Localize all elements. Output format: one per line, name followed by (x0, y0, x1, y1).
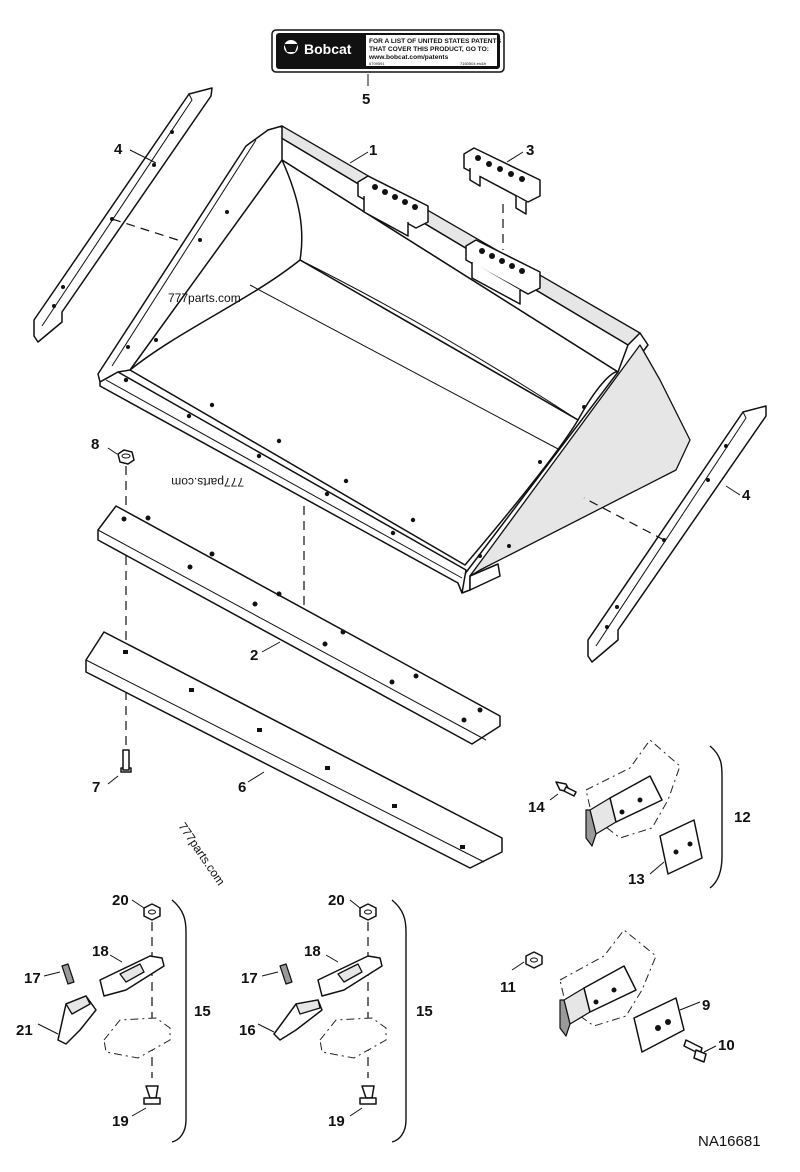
side-cutter-assembly-upper (585, 739, 681, 847)
nut-8 (117, 449, 135, 465)
callout-2: 2 (250, 647, 258, 664)
callout-16: 16 (239, 1022, 256, 1039)
cutting-edge-2 (97, 505, 501, 745)
bolt-on-edge-6 (85, 631, 503, 869)
callout-3: 3 (526, 142, 534, 159)
wear-plate-9 (633, 997, 685, 1053)
bolt-on-guide-block (463, 147, 541, 215)
bolt-7 (120, 749, 132, 773)
callout-12: 12 (734, 809, 751, 826)
callout-15-left: 15 (194, 1003, 211, 1020)
side-wear-strip-right (587, 405, 767, 663)
callout-14: 14 (528, 799, 545, 816)
callout-4-left: 4 (114, 141, 123, 158)
figure-id: NA16681 (698, 1133, 761, 1150)
watermark-1: 777parts.com (168, 291, 241, 305)
side-wear-strip-left (33, 87, 213, 343)
pin-17-right (279, 963, 293, 985)
nut-20-right (359, 903, 377, 921)
callout-19-right: 19 (328, 1113, 345, 1130)
callout-13: 13 (628, 871, 645, 888)
callout-5: 5 (362, 91, 370, 108)
watermark-2: 777parts.com (171, 475, 244, 489)
callout-6: 6 (238, 779, 246, 796)
callout-9: 9 (702, 997, 710, 1014)
side-cutter-assembly-lower (559, 929, 657, 1037)
callout-7: 7 (92, 779, 100, 796)
bracket-15-right (391, 899, 407, 1143)
decal-line3: www.bobcat.com/patents (368, 54, 449, 61)
watermark-3: 777parts.com (176, 820, 228, 888)
callout-10: 10 (718, 1037, 735, 1054)
callout-17-left: 17 (24, 970, 41, 987)
bracket-12 (709, 745, 723, 889)
pin-17-left (61, 963, 75, 985)
decal-code-left: 6709591 (369, 61, 385, 66)
bolt-19-right (361, 1085, 375, 1099)
decal-brand: Bobcat (304, 41, 352, 57)
guide-block-lower (465, 239, 541, 305)
callout-21: 21 (16, 1022, 33, 1039)
bucket (97, 125, 691, 594)
bracket-15-left (171, 899, 187, 1143)
decal-code-right: 7160504 en&fr (460, 61, 487, 66)
callout-4-right: 4 (742, 487, 751, 504)
callout-19-left: 19 (112, 1113, 129, 1130)
nut-20-left (143, 903, 161, 921)
tooth-assembly-left (57, 903, 171, 1105)
decal-line1: FOR A LIST OF UNITED STATES PATENTS (369, 38, 502, 45)
bolt-10 (683, 1039, 707, 1063)
bobcat-logo-icon (284, 40, 298, 54)
patent-decal: Bobcat FOR A LIST OF UNITED STATES PATEN… (271, 29, 505, 73)
bolt-14 (555, 781, 577, 797)
callout-1: 1 (369, 142, 377, 159)
wear-plate-13 (659, 819, 703, 875)
decal-line2: THAT COVER THIS PRODUCT, GO TO: (369, 46, 489, 53)
callout-11: 11 (500, 979, 516, 996)
callout-18-left: 18 (92, 943, 109, 960)
callout-15-right: 15 (416, 1003, 433, 1020)
callout-18-right: 18 (304, 943, 321, 960)
callout-8: 8 (91, 436, 99, 453)
guide-block-upper (357, 175, 429, 237)
callout-20-right: 20 (328, 892, 345, 909)
bolt-19-left (145, 1085, 159, 1099)
callout-17-right: 17 (241, 970, 258, 987)
callout-20-left: 20 (112, 892, 129, 909)
nut-11 (525, 951, 543, 969)
tooth-assembly-right (273, 903, 387, 1105)
